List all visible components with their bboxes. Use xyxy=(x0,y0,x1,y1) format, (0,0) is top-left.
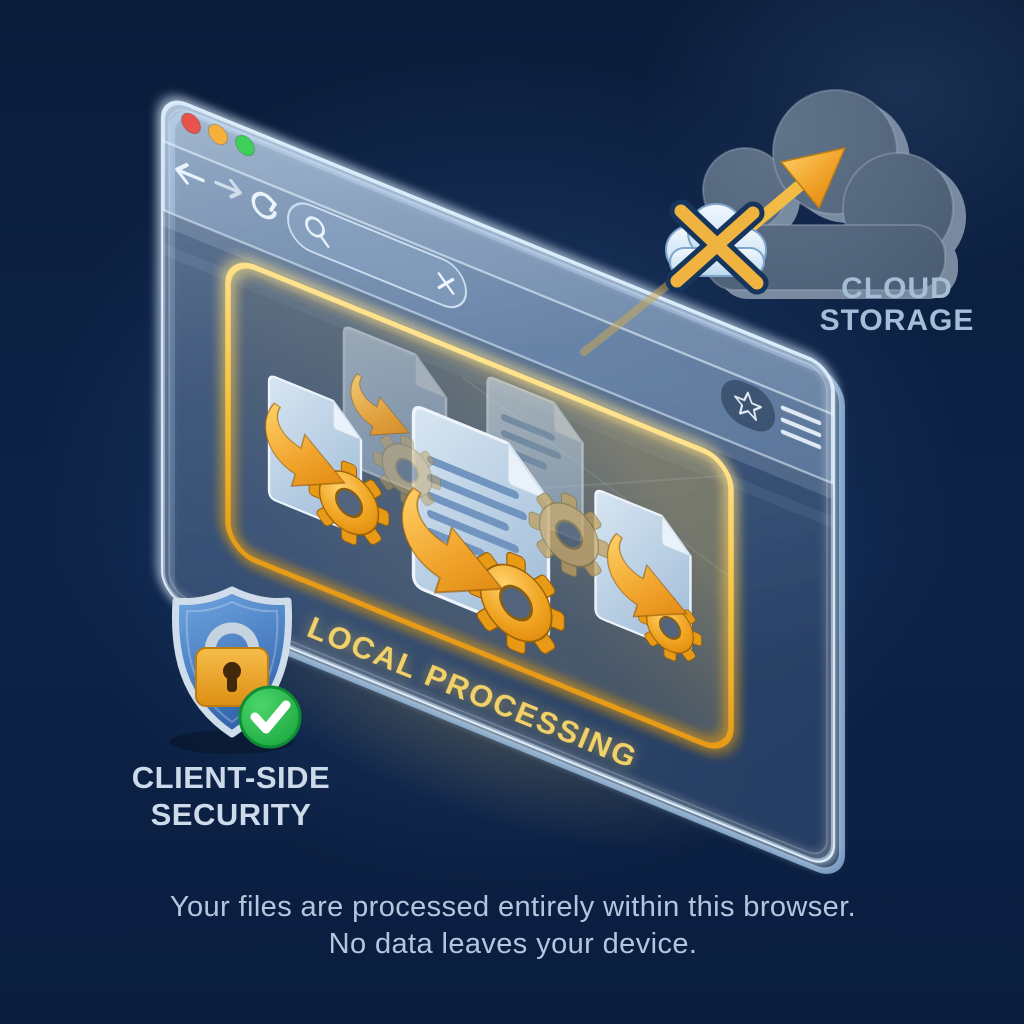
inner-frame-line xyxy=(168,109,828,855)
check-circle-icon xyxy=(238,685,302,749)
browser-window xyxy=(161,95,845,874)
back-arrow-icon[interactable] xyxy=(175,161,205,190)
traffic-light-green[interactable] xyxy=(235,132,255,159)
title-separator xyxy=(163,139,833,416)
reload-icon[interactable] xyxy=(251,190,277,221)
blocked-cloud-icon xyxy=(665,199,769,295)
traffic-light-red[interactable] xyxy=(181,110,201,137)
x-icon xyxy=(665,199,769,295)
upload-arrow-head xyxy=(779,146,847,210)
bookmark-pill xyxy=(721,379,775,432)
security-label-line2: SECURITY xyxy=(151,797,312,832)
nav-toolbar xyxy=(163,141,833,484)
footer-caption-line2: No data leaves your device. xyxy=(329,928,698,960)
search-icon xyxy=(305,216,330,248)
security-label-line1: CLIENT-SIDE xyxy=(132,760,330,795)
menu-hamburger-icon[interactable] xyxy=(780,405,822,450)
toolbar-gloss xyxy=(163,210,833,500)
cloud-storage-label-line2: STORAGE xyxy=(820,304,975,337)
title-bar xyxy=(163,95,833,415)
shield-lock-icon xyxy=(170,586,302,754)
toolbar-separator xyxy=(163,208,833,485)
traffic-light-amber[interactable] xyxy=(208,121,228,148)
footer-caption-line1: Your files are processed entirely within… xyxy=(170,891,856,923)
padlock-icon xyxy=(195,622,269,707)
star-icon[interactable] xyxy=(734,387,762,422)
forward-arrow-icon[interactable] xyxy=(214,175,242,201)
cloud-storage-label-line1: CLOUD xyxy=(841,272,953,305)
local-panel-border xyxy=(225,262,734,749)
search-tab[interactable] xyxy=(287,196,467,315)
close-tab-icon[interactable] xyxy=(437,272,455,295)
